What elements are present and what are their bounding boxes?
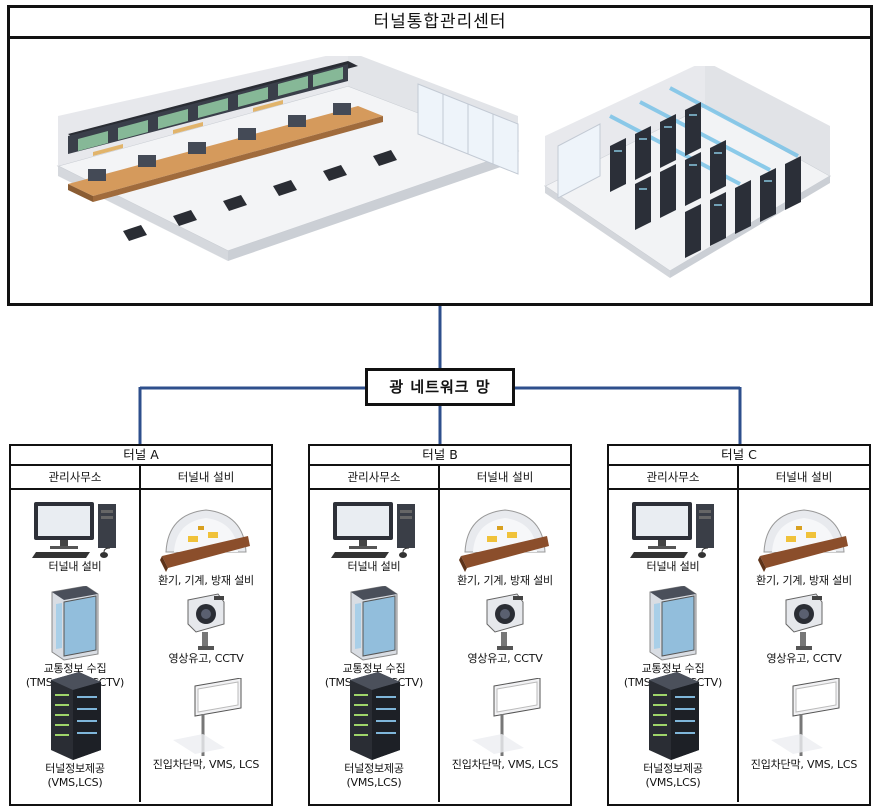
column-header: 관리사무소: [11, 466, 139, 490]
server-room-illustration: [544, 66, 832, 278]
tunnel-title: 터널 C: [609, 446, 869, 466]
signboard-icon: [769, 678, 841, 758]
list-item: 환기, 기계, 방재 설비: [440, 506, 570, 588]
cctv-camera-icon: [187, 593, 225, 651]
list-item: 진입차단막, VMS, LCS: [440, 678, 570, 772]
tunnel-equipment-column: 터널내 설비 환기, 기계, 방재 설비 영상유고, CCTV 진입차단막, V…: [739, 466, 869, 802]
signboard-icon: [171, 678, 243, 758]
server-rack-icon: [649, 672, 699, 760]
tunnel-title: 터널 B: [310, 446, 570, 466]
tunnel-icon: [159, 509, 251, 573]
tunnel-a-panel: 터널 A 관리사무소 터널내 설비 교통정보 수집 (TMS, VIDS, CC…: [9, 444, 273, 806]
list-item: 환기, 기계, 방재 설비: [739, 506, 869, 588]
column-header: 터널내 설비: [141, 466, 271, 490]
tunnel-equipment-column: 터널내 설비 환기, 기계, 방재 설비 영상유고, CCTV 진입차단막, V…: [141, 466, 271, 802]
cctv-camera-icon: [486, 593, 524, 651]
list-item: 진입차단막, VMS, LCS: [739, 678, 869, 772]
server-cabinet-icon: [350, 586, 398, 661]
server-rack-icon: [51, 672, 101, 760]
server-rack-icon: [350, 672, 400, 760]
tunnel-b-panel: 터널 B 관리사무소 터널내 설비 교통정보 수집 (TMS, VIDS, CC…: [308, 444, 572, 806]
desktop-pc-icon: [330, 501, 416, 559]
list-item: 터널정보제공 (VMS,LCS): [609, 672, 737, 790]
management-office-column: 관리사무소 터널내 설비 교통정보 수집 (TMS, VIDS, CCTV) 터…: [310, 466, 440, 802]
control-room-illustration: [56, 56, 520, 261]
list-item: 환기, 기계, 방재 설비: [141, 506, 271, 588]
integrated-center-panel: 터널통합관리센터: [7, 5, 873, 306]
server-cabinet-icon: [51, 586, 99, 661]
list-item: 진입차단막, VMS, LCS: [141, 678, 271, 772]
column-header: 관리사무소: [310, 466, 438, 490]
list-item: 터널내 설비: [310, 500, 438, 574]
cctv-camera-icon: [785, 593, 823, 651]
list-item: 터널정보제공 (VMS,LCS): [310, 672, 438, 790]
tunnel-c-panel: 터널 C 관리사무소 터널내 설비 교통정보 수집 (TMS, VIDS, CC…: [607, 444, 871, 806]
column-header: 터널내 설비: [739, 466, 869, 490]
optical-network-box: 광 네트워크 망: [365, 368, 515, 406]
list-item: 영상유고, CCTV: [141, 590, 271, 666]
tunnel-icon: [757, 509, 849, 573]
list-item: 영상유고, CCTV: [440, 590, 570, 666]
list-item: 영상유고, CCTV: [739, 590, 869, 666]
desktop-pc-icon: [629, 501, 715, 559]
tunnel-title: 터널 A: [11, 446, 271, 466]
signboard-icon: [470, 678, 542, 758]
server-cabinet-icon: [649, 586, 697, 661]
management-office-column: 관리사무소 터널내 설비 교통정보 수집 (TMS, VIDS, CCTV) 터…: [609, 466, 739, 802]
tunnel-icon: [458, 509, 550, 573]
column-header: 관리사무소: [609, 466, 737, 490]
center-title: 터널통합관리센터: [10, 8, 870, 39]
management-office-column: 관리사무소 터널내 설비 교통정보 수집 (TMS, VIDS, CCTV) 터…: [11, 466, 141, 802]
tunnel-equipment-column: 터널내 설비 환기, 기계, 방재 설비 영상유고, CCTV 진입차단막, V…: [440, 466, 570, 802]
list-item: 터널내 설비: [11, 500, 139, 574]
list-item: 터널내 설비: [609, 500, 737, 574]
list-item: 터널정보제공 (VMS,LCS): [11, 672, 139, 790]
column-header: 터널내 설비: [440, 466, 570, 490]
desktop-pc-icon: [31, 501, 117, 559]
